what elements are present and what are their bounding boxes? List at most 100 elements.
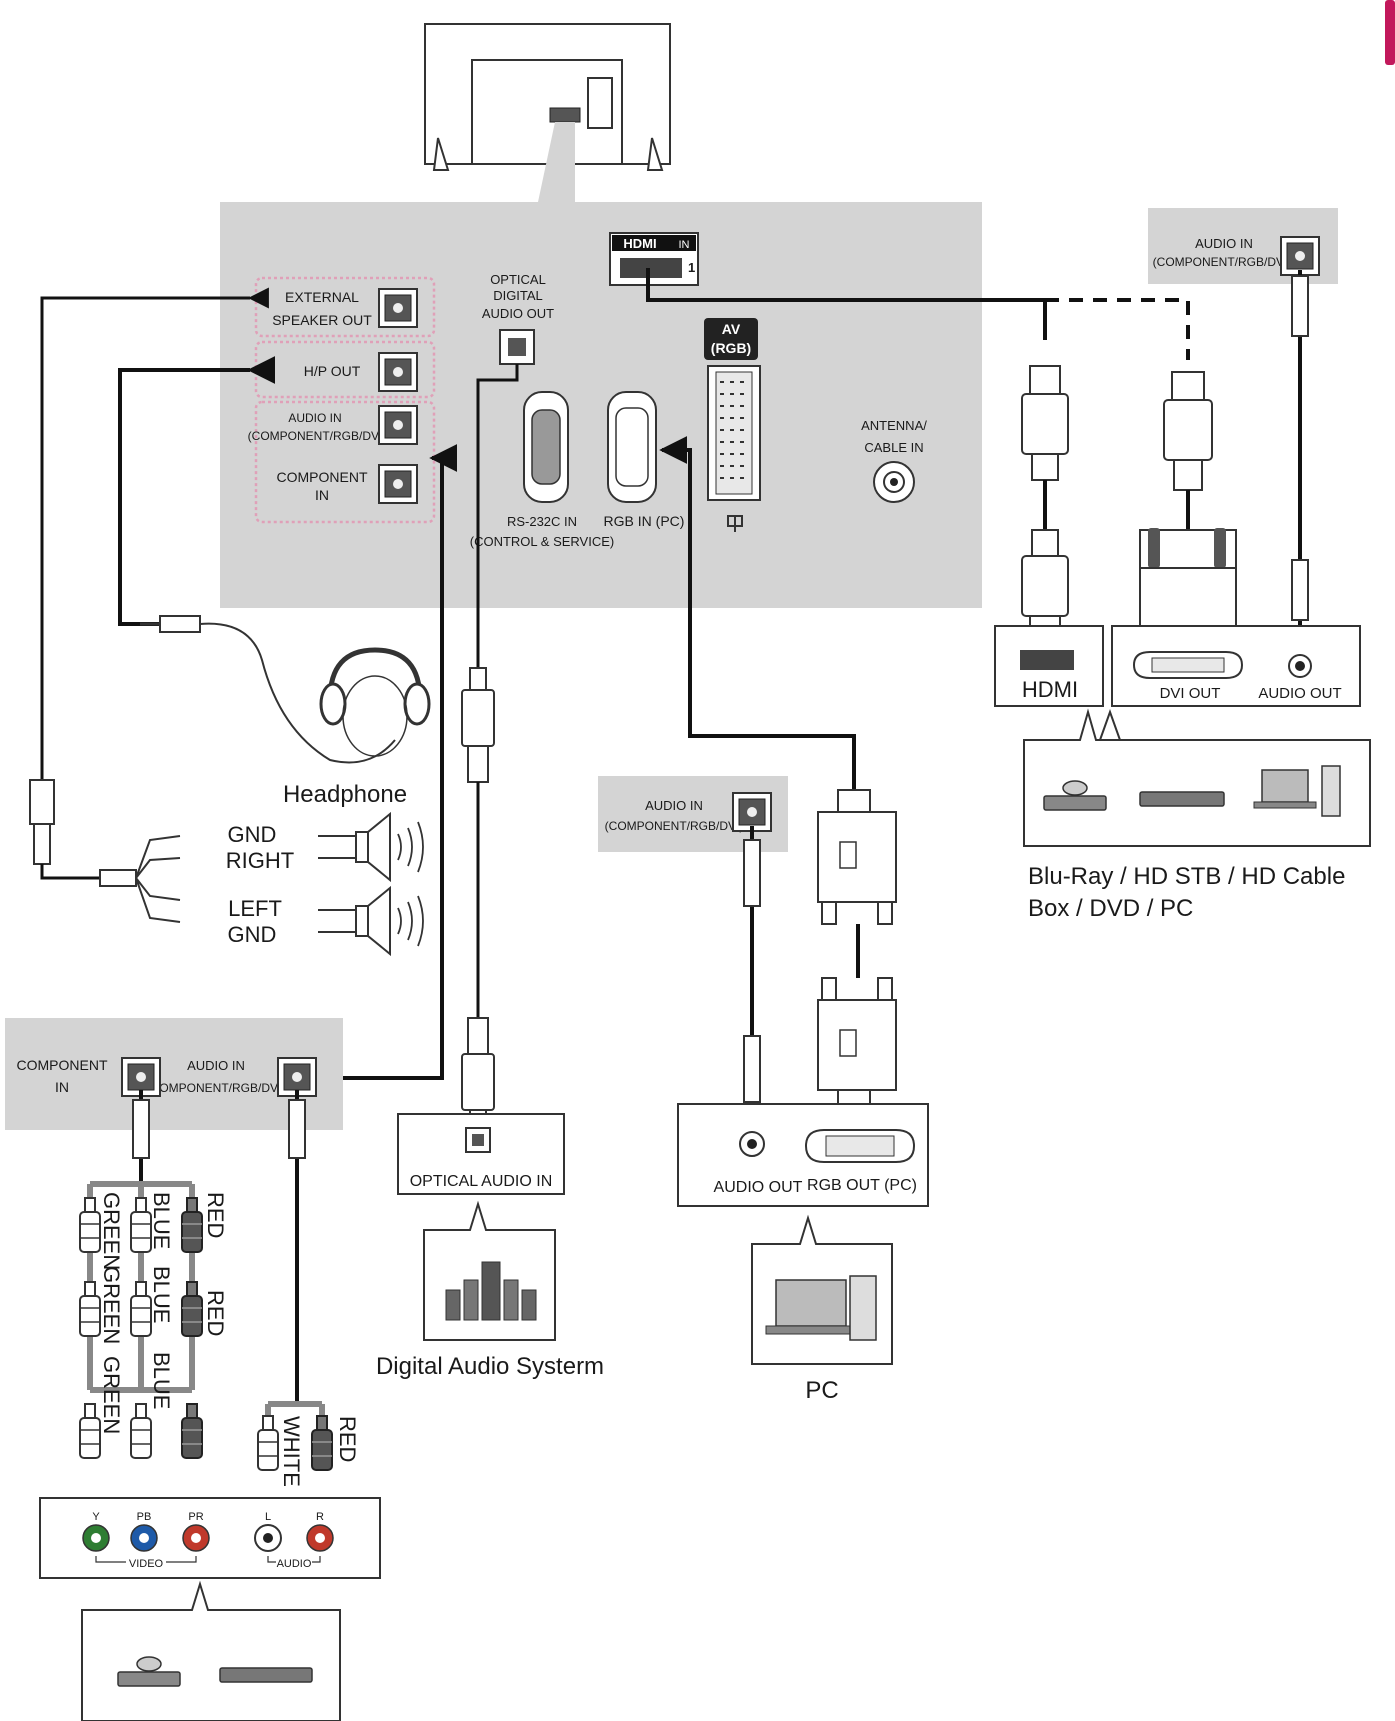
panel-component-label-1: COMPONENT: [277, 469, 368, 485]
component-bluray-icon: [117, 1656, 181, 1687]
panel-audio-in-label-2: (COMPONENT/RGB/DVI): [248, 429, 387, 443]
rs232c-port[interactable]: [523, 391, 569, 503]
optical-plug-top: [461, 667, 495, 783]
ext-speaker-jack[interactable]: [378, 288, 418, 328]
jack-pb-blue[interactable]: [130, 1524, 158, 1552]
hdmi-device-audio-in-jack[interactable]: [1280, 236, 1320, 276]
wire-label-blue-1: BLUE: [149, 1192, 174, 1249]
pc-audio-out-port[interactable]: [739, 1131, 765, 1157]
device-dvi-out-port[interactable]: [1132, 651, 1244, 679]
speaker-left-label: LEFT: [228, 896, 282, 921]
component-plug-red-2: [181, 1281, 203, 1337]
dvi-plug-bottom: [1139, 528, 1237, 639]
scart-ground-icon: [727, 515, 743, 532]
jack-label-y: Y: [92, 1511, 100, 1523]
panel-audio-in-label-1: AUDIO IN: [288, 411, 341, 425]
hdmi-device-audio-in-label-2: (COMPONENT/RGB/DVI): [1153, 255, 1292, 269]
panel-component-jack[interactable]: [378, 464, 418, 504]
wire-label-green-1: GREEN: [99, 1192, 124, 1270]
hdmi-device-audio-in-label-1: AUDIO IN: [1195, 236, 1253, 251]
jack-pr-red[interactable]: [182, 1524, 210, 1552]
pc-rgb-out-port[interactable]: [804, 1129, 916, 1163]
antenna-port[interactable]: [873, 461, 915, 503]
antenna-label-2: CABLE IN: [864, 440, 923, 455]
component-audio-cable: [340, 444, 458, 1080]
component-plug-green-1: [79, 1197, 101, 1253]
speaker-gnd-label-1: GND: [228, 822, 277, 847]
device-audio-out-port[interactable]: [1288, 654, 1312, 678]
hdmi-cable: [646, 268, 1047, 340]
device-hdmi-out-box: [994, 625, 1104, 707]
pc-audio-out-label: AUDIO OUT: [714, 1179, 803, 1196]
pc-audio-in-jack[interactable]: [732, 792, 772, 832]
tv-back-illustration: [424, 23, 671, 202]
rgb-in-label: RGB IN (PC): [604, 513, 685, 529]
speaker-gnd-label-2: GND: [228, 922, 277, 947]
ext-speaker-label-2: SPEAKER OUT: [272, 312, 372, 328]
wire-label-blue-3: BLUE: [149, 1352, 174, 1409]
hp-out-label: H/P OUT: [304, 363, 361, 379]
component-dvd-icon: [219, 1667, 313, 1683]
hp-out-jack[interactable]: [378, 352, 418, 392]
component-device-in-label-1: COMPONENT: [17, 1057, 108, 1073]
ext-speaker-cable: [40, 287, 269, 780]
jack-r-red[interactable]: [306, 1524, 334, 1552]
hdmi-port-slot: [620, 258, 682, 278]
bluray-player-icon: [1043, 780, 1107, 811]
hdmi-port-number: 1: [688, 260, 695, 275]
optical-cable-top: [476, 364, 519, 668]
audio-group-label: AUDIO: [277, 1558, 312, 1570]
wire-label-green-3: GREEN: [99, 1356, 124, 1434]
rgb-cable: [659, 436, 856, 790]
pc-caption: PC: [805, 1377, 838, 1404]
rgb-in-port[interactable]: [607, 391, 657, 503]
headphone-icon: [319, 647, 431, 757]
wire-label-blue-2: BLUE: [149, 1266, 174, 1323]
hdmi-logo: HDMI: [623, 236, 656, 251]
wire-label-white: WHITE: [279, 1416, 304, 1487]
jack-label-pb: PB: [137, 1511, 152, 1523]
vga-plug-bottom: [817, 977, 897, 1105]
rs232c-label-2: (CONTROL & SERVICE): [470, 534, 614, 549]
component-plug-blue-3: [130, 1403, 152, 1459]
speaker-left-icon: [318, 885, 424, 957]
scart-port[interactable]: [707, 365, 761, 501]
component-device-audio-in-label-2: (COMPONENT/RGB/DVI): [147, 1081, 286, 1095]
headphone-label: Headphone: [283, 781, 407, 808]
panel-audio-in-jack[interactable]: [378, 405, 418, 445]
component-plug-green-3: [79, 1403, 101, 1459]
component-device-audio-in-label-1: AUDIO IN: [187, 1058, 245, 1073]
hp-wire: [199, 622, 396, 764]
audio-plug-red: [311, 1415, 333, 1471]
vga-plug-top: [817, 789, 897, 925]
component-plug-red-1: [181, 1197, 203, 1253]
wire-label-green-2: GREEN: [99, 1266, 124, 1344]
hdmi-device-caption-1: Blu-Ray / HD STB / HD Cable: [1028, 863, 1345, 890]
device-hdmi-out-port[interactable]: [1020, 650, 1074, 670]
wire-label-red-1: RED: [203, 1192, 228, 1238]
component-plug-blue-1: [130, 1197, 152, 1253]
optical-audio-in-label: OPTICAL AUDIO IN: [410, 1173, 553, 1190]
audio-plug-white: [257, 1415, 279, 1471]
pc-audio-in-label-1: AUDIO IN: [645, 798, 703, 813]
component-plug-blue-2: [130, 1281, 152, 1337]
optical-out-label-2: DIGITAL: [493, 288, 543, 303]
wire-label-red-2: RED: [203, 1290, 228, 1336]
component-plug-green-2: [79, 1281, 101, 1337]
optical-out-port[interactable]: [499, 329, 535, 365]
speaker-right-label: RIGHT: [226, 848, 294, 873]
jack-label-r: R: [316, 1511, 324, 1523]
device-audio-out-label: AUDIO OUT: [1258, 685, 1341, 702]
jack-label-pr: PR: [188, 1511, 203, 1523]
pc-laptop-icon: [765, 1275, 877, 1341]
tv-rear-panel: [220, 202, 982, 608]
panel-component-label-2: IN: [315, 487, 329, 503]
av-label: AV: [722, 321, 741, 337]
component-devices-picture-box: [81, 1580, 341, 1721]
jack-y-green[interactable]: [82, 1524, 110, 1552]
speaker-plug: [29, 779, 55, 865]
jack-l-white[interactable]: [254, 1524, 282, 1552]
optical-out-label-3: AUDIO OUT: [482, 306, 554, 321]
device-dvi-out-label: DVI OUT: [1160, 685, 1221, 702]
